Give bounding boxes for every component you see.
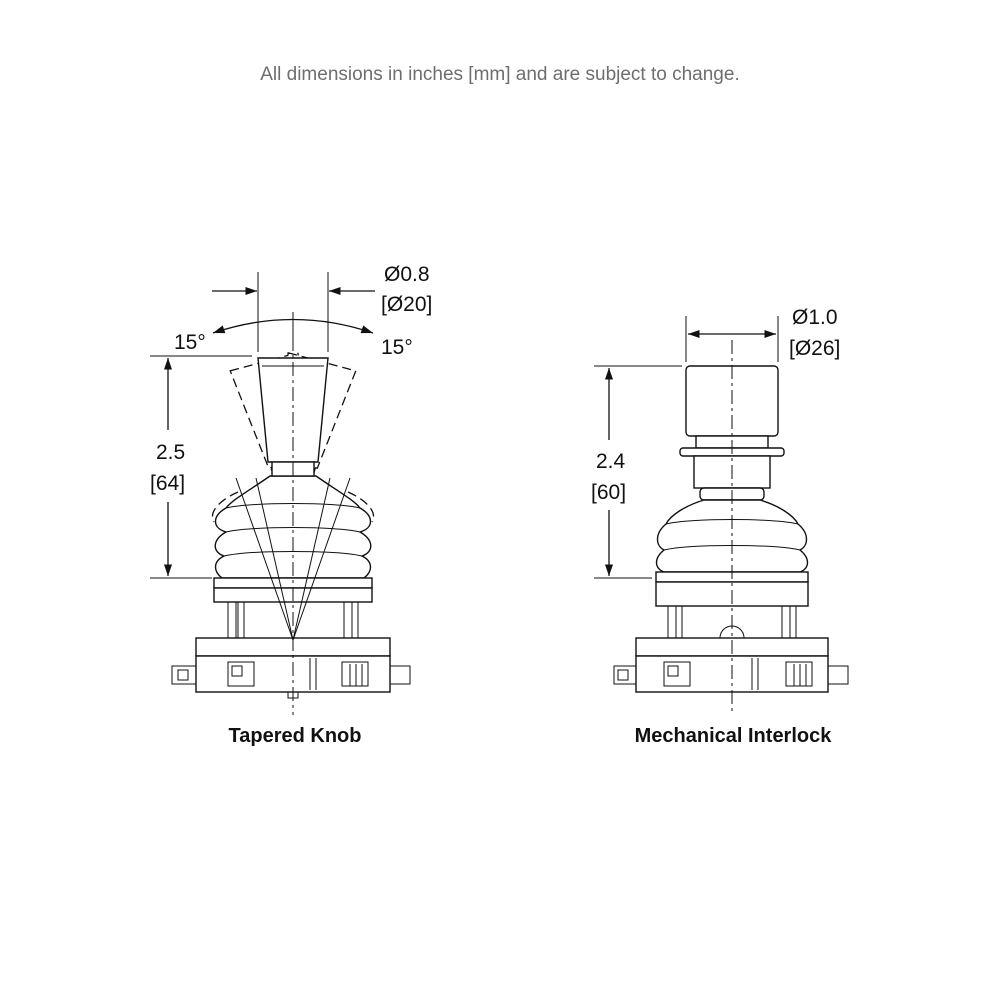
left-diameter-mm: [Ø20] [381, 293, 432, 316]
right-diameter-in: Ø1.0 [792, 306, 838, 329]
left-height-in: 2.5 [156, 441, 185, 464]
right-height-in: 2.4 [596, 450, 626, 473]
tapered-knob-caption: Tapered Knob [228, 725, 362, 747]
right-diameter-mm: [Ø26] [789, 337, 840, 360]
left-diameter-in: Ø0.8 [384, 263, 430, 286]
right-height-mm: [60] [591, 481, 626, 504]
right-angle-label: 15° [381, 336, 413, 359]
left-height-mm: [64] [150, 472, 185, 495]
tapered-knob-drawing: Ø0.8 [Ø20] 15° 15° 2.5 [64] [150, 263, 432, 715]
mechanical-interlock-drawing: Ø1.0 [Ø26] 2.4 [60] [591, 306, 849, 715]
left-angle-label: 15° [174, 331, 206, 354]
mechanical-interlock-caption: Mechanical Interlock [634, 725, 832, 747]
dimensions-note: All dimensions in inches [mm] and are su… [260, 64, 740, 85]
mounting-base [171, 577, 411, 699]
